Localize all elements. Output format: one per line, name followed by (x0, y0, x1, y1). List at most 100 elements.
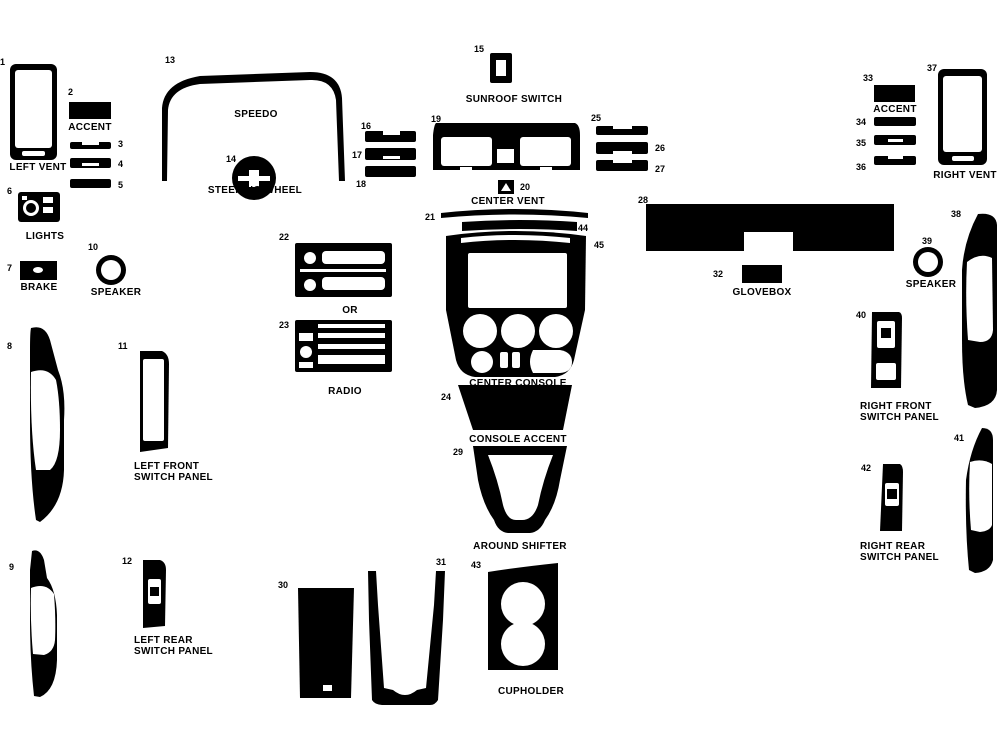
part-number-34: 34 (856, 117, 867, 127)
part-11-left-front-switch-panel (140, 351, 169, 452)
part-number-21: 21 (425, 212, 436, 222)
part-number-15: 15 (474, 44, 485, 54)
part-19-center-vent-bezel (433, 123, 580, 170)
part-number-8: 8 (7, 341, 13, 351)
part-1-left-vent (10, 64, 57, 160)
part-13-speedo-hood (162, 72, 345, 181)
part-6-lights-panel (18, 192, 60, 222)
part-26-strip (596, 142, 648, 154)
part-31-console-side-trim (368, 571, 445, 705)
label-accent-right: ACCENT (873, 104, 917, 115)
part-number-16: 16 (361, 121, 372, 131)
part-39-speaker-ring (913, 247, 943, 277)
part-number-42: 42 (861, 463, 872, 473)
part-number-20: 20 (520, 182, 531, 192)
label-lights: LIGHTS (25, 231, 65, 242)
part-number-27: 27 (655, 164, 666, 174)
part-36-strip (874, 156, 916, 165)
label-right-rear-switch-panel: RIGHT REAR SWITCH PANEL (860, 541, 939, 563)
label-around-shifter: AROUND SHIFTER (473, 541, 567, 552)
part-7-brake (20, 261, 57, 280)
part-number-3: 3 (118, 139, 124, 149)
part-40-right-front-switch-panel (871, 312, 902, 388)
part-number-19: 19 (431, 114, 442, 124)
label-console-accent: CONSOLE ACCENT (469, 434, 567, 445)
part-number-43: 43 (471, 560, 482, 570)
part-21-console-top-strip (441, 209, 588, 218)
label-glovebox: GLOVEBOX (732, 287, 792, 298)
part-number-40: 40 (856, 310, 867, 320)
part-number-32: 32 (713, 269, 724, 279)
part-number-29: 29 (453, 447, 464, 457)
part-number-37: 37 (927, 63, 938, 73)
part-44-console-strip (462, 220, 577, 231)
part-10-speaker-ring (96, 255, 126, 285)
part-20-hazard-button (498, 180, 514, 194)
part-18-strip (365, 166, 416, 177)
label-left-front-switch-panel: LEFT FRONT SWITCH PANEL (134, 461, 213, 483)
label-speaker-right: SPEAKER (905, 279, 957, 290)
part-3-strip (70, 142, 111, 149)
part-4-strip (70, 158, 111, 168)
part-43-cupholder-trim (488, 563, 558, 670)
part-42-right-rear-switch-panel (880, 464, 903, 531)
part-number-41: 41 (954, 433, 965, 443)
part-9-left-rear-door-trim (30, 550, 57, 697)
label-steering-wheel: STEERING WHEEL (207, 185, 303, 196)
part-number-10: 10 (88, 242, 99, 252)
label-center-vent: CENTER VENT (471, 196, 545, 207)
part-number-44: 44 (578, 223, 589, 233)
label-left-rear-switch-panel: LEFT REAR SWITCH PANEL (134, 635, 213, 657)
part-30-console-lid (298, 588, 354, 698)
part-35-strip (874, 135, 916, 145)
part-29-around-shifter (473, 446, 567, 533)
part-number-33: 33 (863, 73, 874, 83)
part-number-30: 30 (278, 580, 289, 590)
part-12-left-rear-switch-panel (143, 560, 166, 628)
part-34-strip (874, 117, 916, 126)
label-center-console: CENTER CONSOLE (469, 378, 567, 389)
part-number-38: 38 (951, 209, 962, 219)
part-number-1: 1 (0, 57, 6, 67)
part-number-26: 26 (655, 143, 666, 153)
part-8-left-door-trim (30, 327, 65, 522)
part-number-6: 6 (7, 186, 13, 196)
part-number-13: 13 (165, 55, 176, 65)
part-33-accent (874, 85, 915, 102)
part-number-45: 45 (594, 240, 605, 250)
part-22-radio-bezel (295, 243, 392, 297)
part-number-18: 18 (356, 179, 367, 189)
part-37-right-vent (938, 69, 987, 165)
part-number-36: 36 (856, 162, 867, 172)
part-number-24: 24 (441, 392, 452, 402)
part-17-strip (365, 148, 416, 160)
label-speedo: SPEEDO (234, 109, 278, 120)
part-25-strip (596, 126, 648, 135)
label-cupholder: CUPHOLDER (497, 686, 565, 697)
part-41-right-rear-door-trim (965, 428, 993, 573)
label-right-front-switch-panel: RIGHT FRONT SWITCH PANEL (860, 401, 939, 423)
part-number-2: 2 (68, 87, 74, 97)
part-number-4: 4 (118, 159, 124, 169)
part-number-9: 9 (9, 562, 15, 572)
part-number-12: 12 (122, 556, 133, 566)
label-sunroof-switch: SUNROOF SWITCH (465, 94, 563, 105)
part-28-dash-strip (646, 204, 894, 251)
part-2-accent (69, 102, 111, 119)
part-number-23: 23 (279, 320, 290, 330)
label-radio: RADIO (328, 386, 362, 397)
part-15-sunroof-switch (490, 53, 512, 83)
part-number-28: 28 (638, 195, 649, 205)
part-24-console-accent (458, 385, 572, 430)
label-speaker-left: SPEAKER (90, 287, 142, 298)
label-or: OR (342, 305, 358, 316)
part-45-center-console-bezel (446, 231, 586, 377)
part-number-7: 7 (7, 263, 13, 273)
part-5-strip (70, 179, 111, 188)
part-number-31: 31 (436, 557, 447, 567)
part-14-steering-wheel-insert (232, 156, 276, 200)
part-number-17: 17 (352, 150, 363, 160)
part-number-39: 39 (922, 236, 933, 246)
label-brake: BRAKE (20, 282, 58, 293)
